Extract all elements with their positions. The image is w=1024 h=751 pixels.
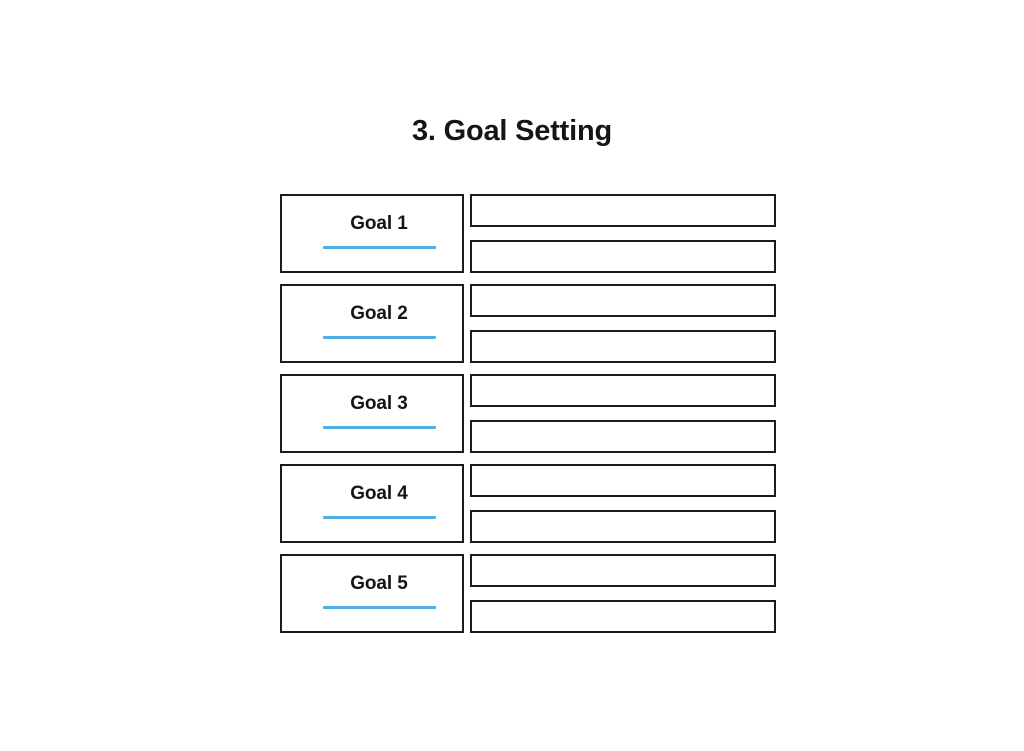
goal-label-text: Goal 4 <box>350 483 408 504</box>
goal-label-text: Goal 1 <box>350 213 408 234</box>
goal-underline-accent <box>322 606 436 609</box>
goal-field-input[interactable] <box>470 420 776 453</box>
goal-field-input[interactable] <box>470 374 776 407</box>
goal-fields-2 <box>470 284 776 363</box>
goal-label-cell-2: Goal 2 <box>280 284 464 363</box>
goal-label-cell-1: Goal 1 <box>280 194 464 273</box>
page-title: 3. Goal Setting <box>411 115 613 147</box>
goal-label-inner: Goal 1 <box>282 212 462 249</box>
goal-row: Goal 4 <box>280 464 776 543</box>
goal-fields-3 <box>470 374 776 453</box>
goal-label-inner: Goal 4 <box>282 482 462 519</box>
goal-field-input[interactable] <box>470 194 776 227</box>
goal-label-text: Goal 2 <box>350 303 408 324</box>
goal-row: Goal 2 <box>280 284 776 363</box>
goal-field-input[interactable] <box>470 600 776 633</box>
goal-fields-1 <box>470 194 776 273</box>
goal-underline-accent <box>322 516 436 519</box>
goal-label-cell-3: Goal 3 <box>280 374 464 453</box>
goal-label-inner: Goal 5 <box>282 572 462 609</box>
goal-field-input[interactable] <box>470 510 776 543</box>
goal-label-cell-5: Goal 5 <box>280 554 464 633</box>
goal-field-input[interactable] <box>470 330 776 363</box>
goal-underline-accent <box>322 246 436 249</box>
goal-field-input[interactable] <box>470 284 776 317</box>
goal-underline-accent <box>322 426 436 429</box>
goal-label-cell-4: Goal 4 <box>280 464 464 543</box>
goal-underline-accent <box>322 336 436 339</box>
goal-setting-table: Goal 1 Goal 2 <box>280 194 776 633</box>
goal-row: Goal 3 <box>280 374 776 453</box>
goal-row: Goal 1 <box>280 194 776 273</box>
goal-label-text: Goal 5 <box>350 573 408 594</box>
goal-row: Goal 5 <box>280 554 776 633</box>
goal-fields-5 <box>470 554 776 633</box>
goal-fields-4 <box>470 464 776 543</box>
goal-label-inner: Goal 2 <box>282 302 462 339</box>
goal-field-input[interactable] <box>470 464 776 497</box>
goal-label-inner: Goal 3 <box>282 392 462 429</box>
goal-field-input[interactable] <box>470 240 776 273</box>
goal-field-input[interactable] <box>470 554 776 587</box>
goal-label-text: Goal 3 <box>350 393 408 414</box>
